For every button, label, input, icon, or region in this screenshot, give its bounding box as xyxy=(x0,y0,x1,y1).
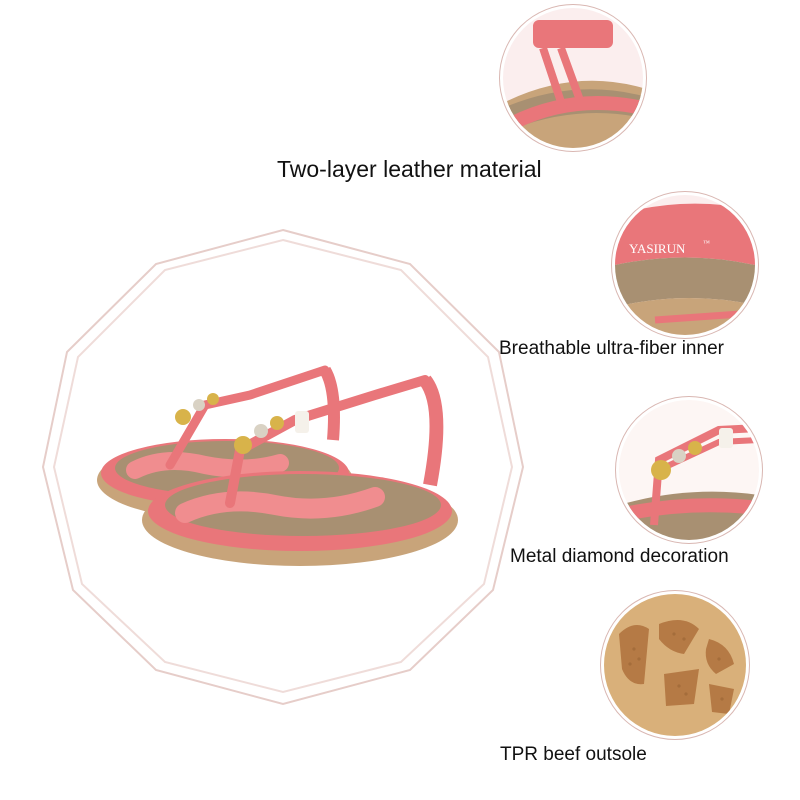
insole-brand-text: YASIRUN xyxy=(629,241,686,256)
insole-brand-mark: ™ xyxy=(703,239,710,247)
feature-4-closeup-image xyxy=(604,594,746,736)
decorative-frame xyxy=(41,228,525,706)
main-product-image xyxy=(97,365,458,566)
feature-2-label: Breathable ultra-fiber inner xyxy=(499,338,724,359)
feature-4-ring xyxy=(600,590,750,740)
feature-1-closeup-image xyxy=(503,8,643,148)
feature-3-ring xyxy=(615,396,763,544)
feature-1-ring xyxy=(499,4,647,152)
feature-1-label: Two-layer leather material xyxy=(277,156,542,182)
feature-3-closeup-image xyxy=(619,400,759,540)
sandal-front xyxy=(142,375,458,566)
feature-4-label: TPR beef outsole xyxy=(500,744,647,765)
feature-2-ring xyxy=(611,191,759,339)
feature-2-closeup-image: YASIRUN ™ xyxy=(615,195,755,335)
feature-3-label: Metal diamond decoration xyxy=(510,546,729,567)
